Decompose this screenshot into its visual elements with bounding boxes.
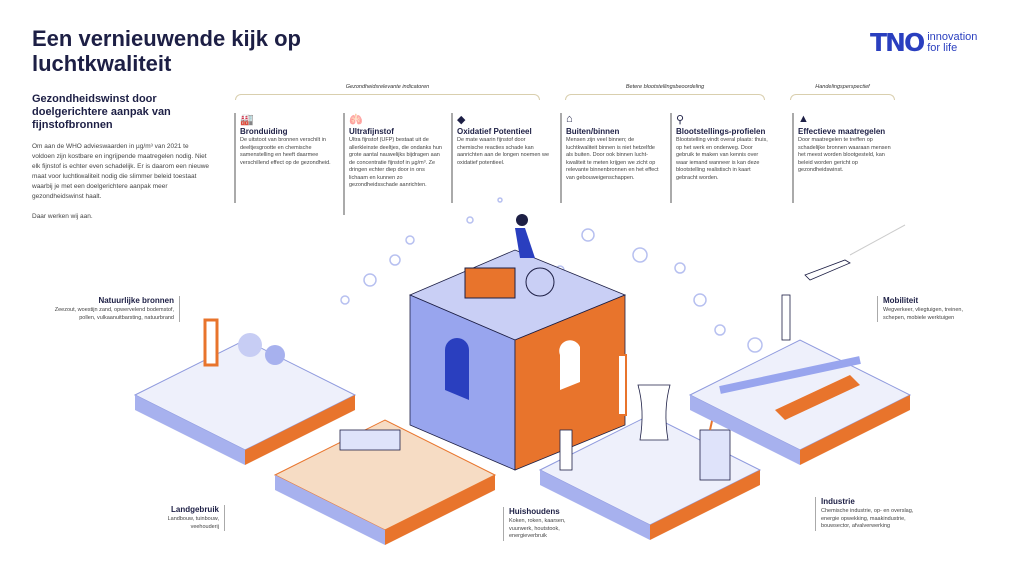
lighthouse <box>203 318 219 367</box>
label-industrie: Industrie Chemische industrie, op- en ov… <box>815 497 920 531</box>
indicator-blootstellingsprofielen: ⚲ Blootstellings-profielen Blootstelling… <box>670 113 770 203</box>
tile-landgebruik <box>273 419 497 545</box>
indicator-text: Mensen zijn veel binnen; de luchtkwalite… <box>566 137 659 181</box>
label-huishoudens: Huishoudens Koken, roken, kaarsen, vuurw… <box>503 507 583 541</box>
group-brace <box>235 94 540 100</box>
indicator-text: De uitstoot van bronnen verschilt in dee… <box>240 137 331 166</box>
intro-closing: Daar werken wij aan. <box>32 213 93 220</box>
tno-logo: TNO innovation for life <box>870 28 991 57</box>
logo-mark: TNO <box>870 28 925 57</box>
window <box>559 340 580 390</box>
source-title: Landgebruik <box>170 505 219 514</box>
label-landgebruik: Landgebruik Landbouw, tuinbouw, veehoude… <box>145 505 225 531</box>
cyclist-head <box>516 214 528 226</box>
netherlands-map-icon: ▲ <box>798 113 809 125</box>
indicator-text: Ultra fijnstof (UFP) bestaat uit de alle… <box>349 137 442 188</box>
label-natuurlijke-bronnen: Natuurlijke bronnen Zeezout, woestijn za… <box>40 296 180 322</box>
source-text: Zeezout, woestijn zand, opwervelend bode… <box>54 307 174 321</box>
source-text: Landbouw, tuinbouw, veehouderij <box>167 516 219 530</box>
group-exposure: Betere blootstellingsbeoordeling <box>565 84 765 100</box>
source-text: Chemische industrie, op- en overslag, en… <box>821 508 914 529</box>
indicator-text: Door maatregelen te treffen op schadelij… <box>798 137 891 173</box>
cyclist-body <box>515 228 535 258</box>
group-brace <box>565 94 765 100</box>
indicator-title: Buiten/binnen <box>566 127 620 136</box>
indicator-text: De mate waarin fijnstof door chemische r… <box>457 137 550 166</box>
group-label: Handelingsperspectief <box>815 84 870 90</box>
indicator-title: Ultrafijnstof <box>349 127 394 136</box>
window <box>445 338 469 400</box>
silo <box>559 429 573 471</box>
indicator-title: Oxidatief Potentieel <box>457 127 532 136</box>
source-text: Wegverkeer, vliegtuigen, treinen, schepe… <box>883 307 963 321</box>
source-title: Natuurlijke bronnen <box>98 296 174 305</box>
group-health: Gezondheidsrelevante indicatoren <box>235 84 540 100</box>
label-mobiliteit: Mobiliteit Wegverkeer, vliegtuigen, trei… <box>877 296 977 322</box>
cargo-bike-box <box>464 267 516 299</box>
group-label: Betere blootstellingsbeoordeling <box>625 84 705 90</box>
source-title: Industrie <box>821 497 855 506</box>
location-pin-icon: ⚲ <box>676 114 685 126</box>
indicator-oxidatief: ◆ Oxidatief Potentieel De mate waarin fi… <box>451 113 551 203</box>
control-tower <box>781 294 791 341</box>
indicator-ultrafijnstof: 🫁 Ultrafijnstof Ultra fijnstof (UFP) bes… <box>343 113 443 215</box>
group-action: Handelingsperspectief <box>790 84 895 100</box>
lungs-icon: 🫁 <box>349 114 363 126</box>
bike-wheel <box>525 267 555 297</box>
group-brace <box>790 94 895 100</box>
intro-heading: Gezondheidswinst door doelgerichtere aan… <box>32 93 171 131</box>
airplane <box>804 259 851 281</box>
tile-mobiliteit <box>688 224 912 465</box>
indicator-title: Bronduiding <box>240 127 288 136</box>
cooling-tower <box>637 384 671 441</box>
group-label: Gezondheidsrelevante indicatoren <box>345 84 430 90</box>
building <box>699 429 731 481</box>
house-icon: ⌂ <box>566 113 573 125</box>
greenhouse <box>339 429 401 451</box>
ship <box>775 375 860 420</box>
indicator-bronduiding: 🏭 Bronduiding De uitstoot van bronnen ve… <box>234 113 334 203</box>
indicator-maatregelen: ▲ Effectieve maatregelen Door maatregele… <box>792 113 892 203</box>
road <box>719 356 861 394</box>
logo-tagline: innovation for life <box>927 30 978 54</box>
indicator-title: Blootstellings-profielen <box>676 127 766 136</box>
chimney <box>617 354 627 416</box>
factory-icon: 🏭 <box>240 114 254 126</box>
source-title: Mobiliteit <box>883 296 919 305</box>
tile-industrie <box>538 354 762 540</box>
indicator-text: Blootstelling vindt overal plaats: thuis… <box>676 137 768 181</box>
tile-huishoudens <box>408 214 627 471</box>
indicator-title: Effectieve maatregelen <box>798 127 886 136</box>
page-title: Een vernieuwende kijk op luchtkwaliteit <box>32 26 301 76</box>
source-text: Koken, roken, kaarsen, vuurwerk, houtsto… <box>509 518 566 539</box>
warning-icon: ◆ <box>457 114 466 126</box>
intro: Gezondheidswinst door doelgerichtere aan… <box>32 93 212 232</box>
intro-body: Om aan de WHO advieswaarden in µg/m³ van… <box>32 143 210 200</box>
tile-natuurlijke-bronnen <box>133 318 357 465</box>
source-title: Huishoudens <box>509 507 560 516</box>
indicator-buiten-binnen: ⌂ Buiten/binnen Mensen zijn veel binnen;… <box>560 113 660 203</box>
contrail <box>849 224 906 256</box>
